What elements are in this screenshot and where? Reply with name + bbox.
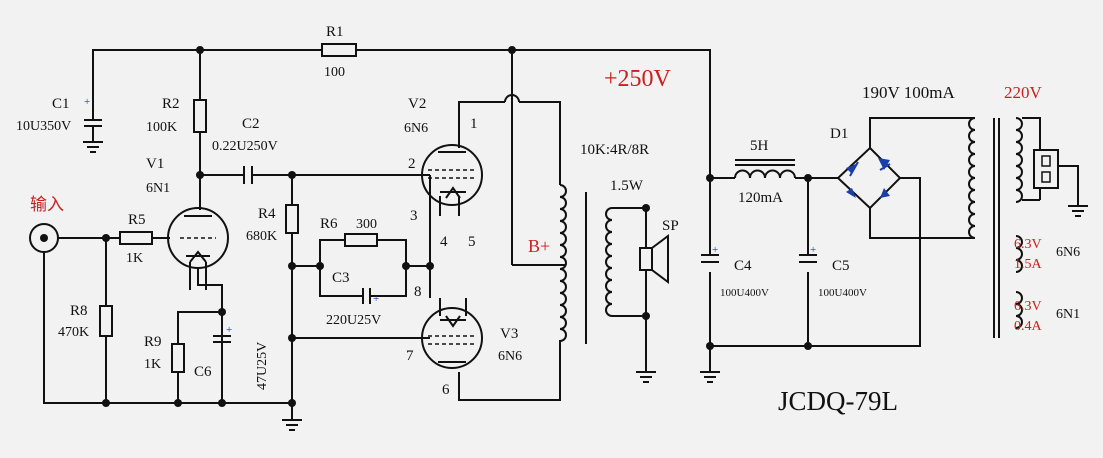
junctions	[102, 46, 812, 407]
r5-body	[119, 231, 153, 245]
c6-ref: C6	[194, 364, 212, 380]
v3-type: 6N6	[498, 349, 522, 364]
c5-ref: C5	[832, 258, 850, 274]
pin-6: 6	[442, 382, 450, 398]
heater-2-current: 0.4A	[1014, 319, 1043, 334]
r6-ref: R6	[320, 216, 338, 232]
v2-type: 6N6	[404, 121, 428, 136]
bridge-rectifier-icon	[836, 146, 902, 210]
supply-label: +250V	[604, 66, 672, 92]
diagram-title: JCDQ-79L	[778, 386, 898, 416]
heater-1-current: 1.5A	[1014, 257, 1043, 272]
svg-text:+: +	[810, 244, 816, 256]
c3-value: 220U25V	[326, 313, 381, 328]
c4-value: 100U400V	[720, 287, 769, 299]
v1-type: 6N1	[146, 181, 170, 196]
choke-current: 120mA	[738, 190, 783, 206]
r8-body	[99, 305, 113, 337]
heater-2-voltage: 6.3V	[1014, 299, 1042, 314]
c2-ref: C2	[242, 116, 260, 132]
r6-body	[344, 233, 378, 247]
input-label: 输入	[30, 195, 64, 215]
speaker-label: SP	[662, 218, 679, 234]
choke-inductance: 5H	[750, 138, 769, 154]
pin-3: 3	[410, 208, 418, 224]
choke-icon	[734, 159, 796, 179]
pin-4: 4	[440, 234, 448, 250]
pin-2: 2	[408, 156, 416, 172]
r9-value: 1K	[144, 357, 161, 372]
r1-ref: R1	[326, 24, 344, 40]
c4-ref: C4	[734, 258, 752, 274]
ot-ratio: 10K:4R/8R	[580, 142, 649, 158]
r1-body	[321, 43, 357, 57]
svg-text:+: +	[226, 324, 232, 336]
c6-value: 47U25V	[255, 342, 270, 390]
r8-value: 470K	[58, 325, 89, 340]
svg-text:+: +	[84, 96, 90, 108]
capacitor-symbols: + + + + +	[84, 96, 817, 360]
v3-ref: V3	[500, 326, 518, 342]
v1-ref: V1	[146, 156, 164, 172]
heater-2-tube: 6N1	[1056, 307, 1080, 322]
c5-value: 100U400V	[818, 287, 867, 299]
pt-mains: 220V	[1004, 83, 1043, 102]
r2-body	[193, 99, 207, 133]
heater-1-tube: 6N6	[1056, 245, 1080, 260]
r8-ref: R8	[70, 303, 88, 319]
v2-ref: V2	[408, 96, 426, 112]
r6-value: 300	[356, 217, 377, 232]
ot-power: 1.5W	[610, 178, 644, 194]
c3-ref: C3	[332, 270, 350, 286]
r4-value: 680K	[246, 229, 277, 244]
ot-tap: B+	[528, 236, 550, 256]
speaker-icon	[639, 234, 669, 284]
r9-body	[171, 343, 185, 373]
r5-value: 1K	[126, 251, 143, 266]
tube-v3-icon	[421, 298, 483, 369]
svg-text:+: +	[373, 293, 379, 305]
output-transformer-icon	[559, 184, 618, 344]
c2-value: 0.22U250V	[212, 139, 278, 154]
c1-ref: C1	[52, 96, 70, 112]
pt-hv: 190V 100mA	[862, 83, 955, 102]
r2-ref: R2	[162, 96, 180, 112]
heater-1-voltage: 6.3V	[1014, 237, 1042, 252]
resistor-symbols	[99, 43, 378, 373]
svg-text:+: +	[712, 244, 718, 256]
pin-7: 7	[406, 348, 414, 364]
rectifier-ref: D1	[830, 126, 848, 142]
r1-value: 100	[324, 65, 345, 80]
r4-ref: R4	[258, 206, 276, 222]
power-transformer-icon	[968, 117, 1059, 338]
labels: +250V JCDQ-79L 输入 R1 100 R2 100K R4 680K…	[16, 24, 1080, 416]
tube-v2-icon	[421, 144, 483, 206]
c1-value: 10U350V	[16, 119, 71, 134]
pin-1: 1	[470, 116, 478, 132]
ground-symbols	[83, 141, 1088, 431]
pin-5: 5	[468, 234, 476, 250]
r2-value: 100K	[146, 120, 177, 135]
r5-ref: R5	[128, 212, 146, 228]
input-jack-icon	[29, 223, 59, 253]
r4-body	[285, 204, 299, 234]
pin-8: 8	[414, 284, 422, 300]
r9-ref: R9	[144, 334, 162, 350]
tube-v1-icon	[167, 207, 229, 290]
